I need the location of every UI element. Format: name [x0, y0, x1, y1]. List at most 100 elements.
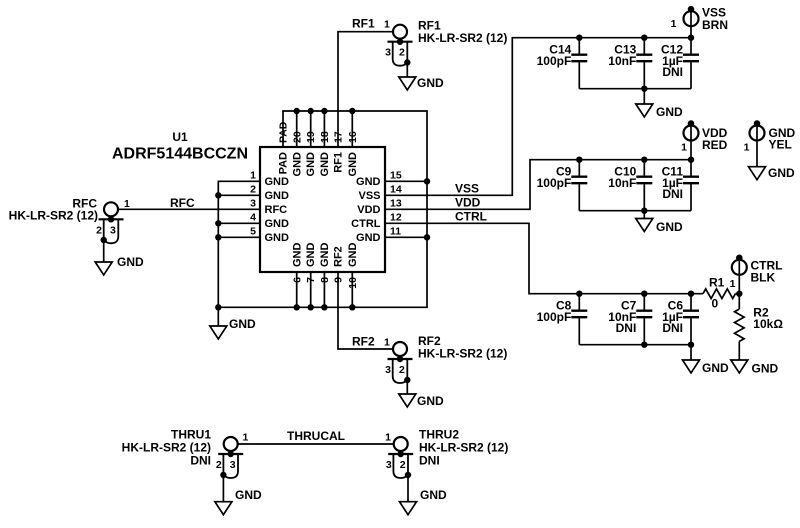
connector-refdes: RF2 — [418, 334, 441, 348]
junction-dots — [215, 34, 743, 348]
gnd-label: GND — [117, 255, 144, 269]
pin-name: VSS — [358, 190, 380, 202]
pin-name: PAD — [278, 152, 290, 174]
cap-dni: DNI — [616, 321, 637, 335]
resistor-refdes: R1 — [709, 276, 725, 290]
testpoint-circle — [682, 10, 700, 28]
gnd-symbol-thru2: GND — [397, 488, 447, 517]
testpoint-name: CTRL — [751, 259, 783, 273]
capacitor-c9: C9 100pF — [537, 159, 588, 211]
cap-refdes: C6 — [668, 299, 684, 313]
net-label-rfc: RFC — [170, 196, 195, 210]
cap-value: 10nF — [608, 310, 636, 324]
net-label-thrucal: THRUCAL — [287, 429, 345, 443]
connector-pin-left: 3 — [385, 47, 391, 59]
connector-pin-right: 3 — [230, 459, 236, 471]
pin-number: PAD — [278, 121, 290, 143]
net-label-ctrl: CTRL — [455, 210, 487, 224]
pin-name: GND — [265, 232, 290, 244]
testpoint-vss: VSS BRN 1 — [671, 6, 728, 33]
testpoint-color: BLK — [751, 271, 776, 285]
pin-number: 14 — [390, 183, 402, 195]
coax-center-pin — [222, 435, 239, 453]
cap-refdes: C8 — [556, 299, 572, 313]
resistor-r2: R2 10kΩ — [732, 306, 783, 343]
connector-pin-right: 2 — [399, 47, 405, 59]
testpoint-vdd: VDD RED 1 — [681, 120, 728, 154]
testpoint-color: YEL — [769, 138, 792, 152]
net-label-vdd: VDD — [455, 196, 481, 210]
connector-pin-right: 2 — [399, 364, 405, 376]
pin-number: 1 — [250, 169, 256, 181]
net-label-vss: VSS — [455, 182, 479, 196]
gnd-label: GND — [702, 361, 729, 375]
connector-refdes: RF1 — [418, 19, 441, 33]
net-label-rf2: RF2 — [352, 335, 375, 349]
pin-number: 6 — [292, 277, 304, 283]
testpoint-pin: 1 — [744, 142, 750, 154]
testpoint-name: VDD — [702, 126, 728, 140]
connector-refdes: THRU1 — [171, 428, 211, 442]
cap-value: 1µF — [662, 176, 683, 190]
pin-number: 3 — [250, 197, 256, 209]
connector-part: HK-LR-SR2 (12) — [418, 31, 507, 45]
testpoint-name: GND — [769, 126, 796, 140]
connector-pin1: 1 — [384, 19, 390, 31]
cap-refdes: C13 — [614, 43, 636, 57]
rf-net-wires — [118, 30, 394, 445]
pin-number: 20 — [292, 131, 304, 143]
pin-number: 19 — [305, 131, 317, 143]
cap-refdes: C10 — [614, 165, 636, 179]
pin-name: VDD — [357, 204, 380, 216]
gnd-symbol-yel: GND — [746, 165, 795, 182]
capacitor-c10: C10 10nF — [608, 159, 653, 211]
connector-thru2: THRU2 HK-LR-SR2 (12) DNI 1 3 2 — [385, 428, 508, 502]
connector-part: HK-LR-SR2 (12) — [122, 441, 211, 455]
pin-number: 16 — [347, 131, 359, 143]
pin-name: RF1 — [333, 152, 345, 173]
pin-number: 18 — [319, 131, 331, 143]
connector-rfc: RFC HK-LR-SR2 (12) 1 2 3 — [9, 196, 130, 262]
cap-value: 100pF — [537, 310, 572, 324]
testpoint-pin: 1 — [681, 142, 687, 154]
coax-center-pin — [392, 435, 409, 453]
pin-number: 13 — [390, 197, 402, 209]
connector-rf2: RF2 HK-LR-SR2 (12) 1 3 2 — [384, 334, 507, 394]
gnd-label: GND — [752, 362, 779, 376]
gnd-label: GND — [235, 488, 262, 502]
gnd-symbol-thru1: GND — [213, 488, 262, 517]
pin-name: GND — [305, 243, 317, 268]
pin-name: GND — [347, 243, 359, 268]
capacitor-c13: C13 10nF — [608, 37, 653, 89]
pin-number: 17 — [333, 131, 345, 143]
cap-value: 10nF — [608, 54, 636, 68]
connector-refdes: THRU2 — [419, 428, 459, 442]
testpoint-circle — [730, 258, 748, 276]
resistor-value: 10kΩ — [753, 317, 783, 331]
connector-pin1: 1 — [385, 432, 391, 444]
connector-pin-left: 3 — [386, 459, 392, 471]
cap-value: 100pF — [537, 176, 572, 190]
pin-name: RFC — [265, 204, 288, 216]
net-labels: RFC RF1 RF2 VSS VDD CTRL THRUCAL — [170, 17, 487, 444]
gnd-symbol-ic: GND — [208, 317, 256, 341]
pin-number: 9 — [333, 277, 345, 283]
cap-value: 1µF — [662, 54, 683, 68]
cap-dni: DNI — [662, 65, 683, 79]
testpoint-pin: 1 — [671, 18, 677, 30]
pin-name: GND — [319, 152, 331, 177]
capacitor-c14: C14 100pF — [537, 37, 588, 89]
resistor-refdes: R2 — [753, 306, 769, 320]
gnd-symbol-rf1: GND — [397, 76, 444, 92]
resistor-r1: R1 0 — [702, 276, 737, 310]
cap-refdes: C14 — [549, 43, 571, 57]
gnd-symbol-vss-bank: GND — [634, 103, 683, 119]
pin-name: GND — [356, 176, 381, 188]
pin-number: 11 — [390, 225, 401, 237]
connector-pin1: 1 — [243, 432, 249, 444]
connector-pin-right: 3 — [110, 224, 116, 236]
capacitor-c6: C6 1µF DNI — [662, 293, 699, 345]
testpoint-color: BRN — [702, 18, 728, 32]
connector-part: HK-LR-SR2 (12) — [418, 346, 507, 360]
gnd-label: GND — [656, 220, 683, 234]
